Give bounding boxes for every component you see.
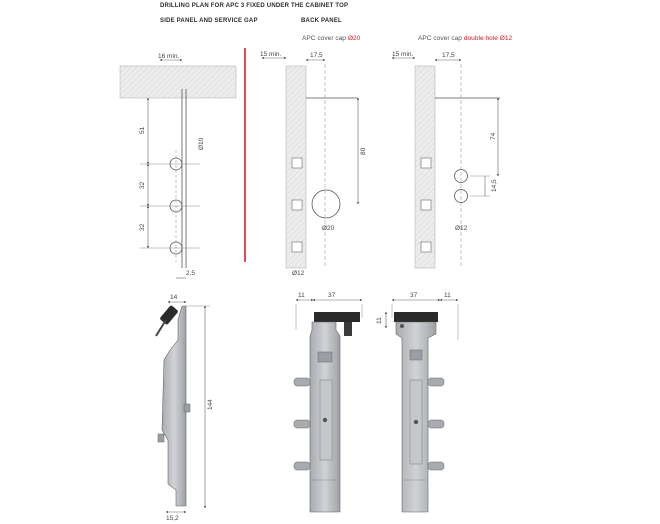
dim-dia-10: Ø10 — [198, 137, 205, 150]
back-panel-cap20-view: 15 min. 17,5 80 Ø20 Ø12 — [260, 51, 367, 277]
hinge-side-profile: 14 144 15,2 — [155, 294, 214, 522]
dim-37-a: 37 — [328, 292, 336, 299]
dim-144: 144 — [207, 399, 214, 410]
dim-15-min-a: 15 min. — [260, 51, 282, 58]
cover-cap-20-prefix: APC cover cap — [302, 35, 348, 42]
side-panel-heading: SIDE PANEL AND SERVICE GAP — [160, 18, 258, 24]
cover-cap-12-value: double hole Ø12 — [463, 35, 513, 42]
dim-51: 51 — [139, 126, 146, 134]
hinge-front-view-2: 37 11 11 — [376, 292, 459, 513]
dim-14-5: 14,5 — [491, 179, 498, 192]
dim-dia-12-b: Ø12 — [455, 225, 468, 232]
front-view-2-top-cap — [394, 312, 438, 322]
side-panel-view: 16 min. 51 32 32 Ø10 2,5 — [119, 53, 237, 279]
cover-cap-hole-12-top — [454, 169, 468, 183]
dim-11-a: 11 — [298, 292, 305, 299]
back-panel-cap12-view: 15 min. 17,5 74 14,5 Ø12 — [391, 51, 500, 269]
cover-cap-20-value: Ø20 — [347, 35, 361, 42]
cover-cap-hole-20 — [311, 189, 341, 219]
cover-cap-12-caption: APC cover cap double hole Ø12 — [418, 35, 512, 42]
front-view-1-top-cap — [314, 312, 360, 322]
dim-32-b: 32 — [139, 223, 146, 231]
dim-32-a: 32 — [139, 181, 146, 189]
hinge-profile-cap — [160, 305, 178, 325]
dim-14: 14 — [170, 294, 178, 301]
dim-15-min-b: 15 min. — [392, 51, 414, 58]
main-heading: DRILLING PLAN FOR APC 3 FIXED UNDER THE … — [160, 3, 349, 9]
dim-80: 80 — [360, 147, 367, 155]
dim-16-min: 16 min. — [158, 53, 180, 60]
dim-dia-12-a: Ø12 — [292, 270, 305, 277]
cover-cap-12-prefix: APC cover cap — [418, 35, 464, 42]
dim-11-c: 11 — [376, 317, 383, 324]
dim-dia-20: Ø20 — [322, 225, 335, 232]
dim-74: 74 — [490, 132, 497, 140]
dim-17-5-a: 17,5 — [310, 52, 323, 59]
dim-15-2: 15,2 — [166, 515, 179, 522]
hinge-front-view-1: 11 37 — [293, 292, 363, 513]
dim-11-b: 11 — [444, 292, 451, 299]
hinge-profile-body — [161, 305, 187, 507]
cover-cap-hole-12-bottom — [454, 189, 468, 203]
dim-37-b: 37 — [410, 292, 418, 299]
dim-2-5: 2,5 — [186, 270, 195, 277]
back-panel-heading: BACK PANEL — [301, 18, 342, 24]
dim-17-5-b: 17,5 — [442, 52, 455, 59]
cover-cap-20-caption: APC cover cap Ø20 — [302, 35, 360, 42]
cabinet-top-section — [119, 65, 237, 99]
